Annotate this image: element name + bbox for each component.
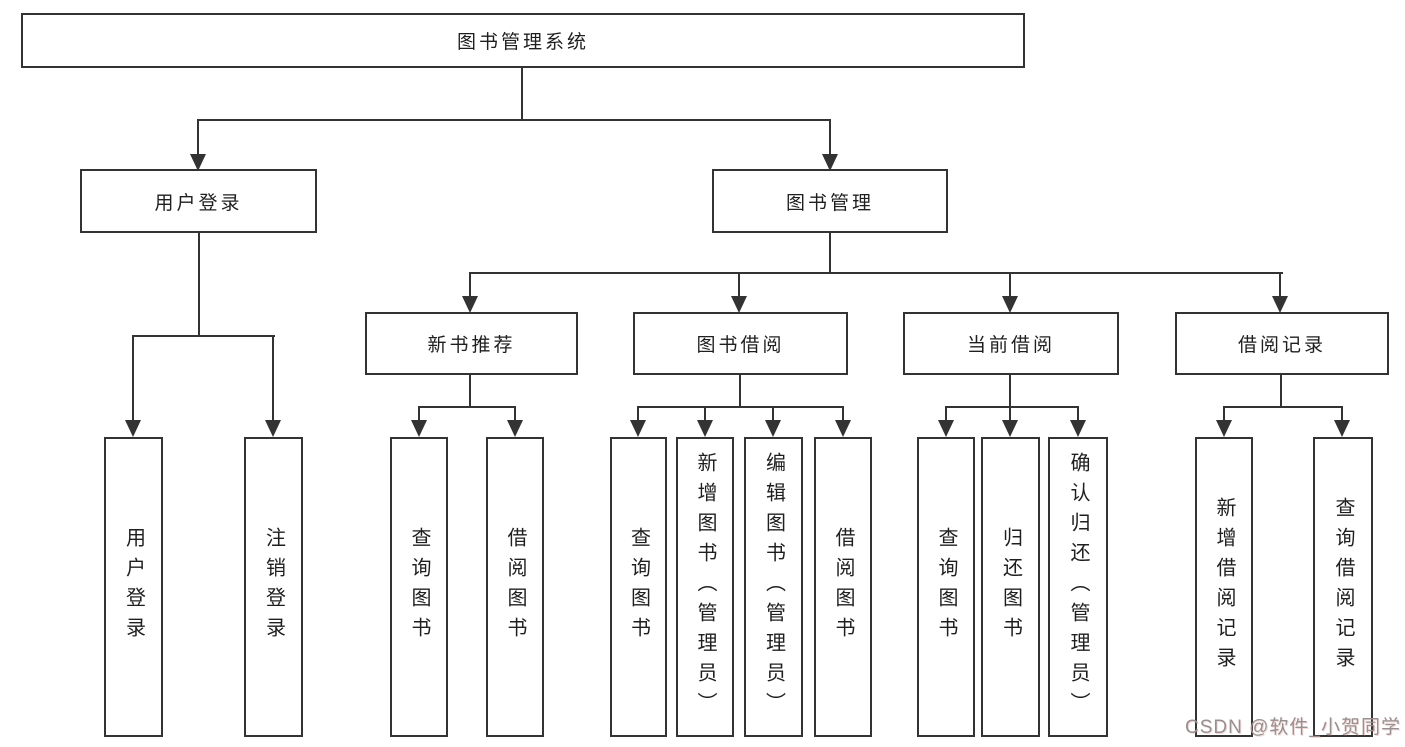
arrow-to-user-login — [190, 119, 206, 171]
node-add-book-admin-label: 新增图书（管理员） — [694, 452, 716, 722]
connector-borrow-stub — [739, 374, 741, 407]
node-logout: 注销登录 — [244, 437, 303, 737]
node-book-management-label: 图书管理 — [785, 192, 874, 214]
node-logout-label: 注销登录 — [262, 527, 285, 647]
arrow-borrow-query — [630, 406, 646, 437]
node-book-management: 图书管理 — [712, 169, 948, 233]
node-user-login-leaf: 用户登录 — [104, 437, 163, 737]
connector-book-mgmt-hline — [469, 272, 1283, 274]
connector-current-hline — [945, 406, 1079, 408]
connector-root-stub — [521, 67, 523, 120]
arrow-to-current-borrow — [1002, 272, 1018, 313]
connector-user-login-stub — [198, 232, 200, 336]
arrow-to-logout-leaf — [265, 335, 281, 437]
node-return-books: 归还图书 — [981, 437, 1040, 737]
connector-records-hline — [1223, 406, 1343, 408]
node-book-borrow-label: 图书借阅 — [696, 335, 785, 356]
arrow-borrow-add — [697, 406, 713, 437]
node-library-system: 图书管理系统 — [21, 13, 1025, 68]
node-add-book-admin: 新增图书（管理员） — [676, 437, 734, 737]
connector-borrow-hline — [637, 406, 844, 408]
node-recommend-query-books: 查询图书 — [390, 437, 448, 737]
arrow-to-book-management — [822, 119, 838, 171]
arrow-borrow-edit — [765, 406, 781, 437]
arrow-to-borrow-records — [1272, 272, 1288, 313]
node-borrow-records-label: 借阅记录 — [1237, 335, 1326, 356]
node-confirm-return-admin-label: 确认归还（管理员） — [1067, 452, 1089, 722]
node-current-borrow-label: 当前借阅 — [966, 335, 1055, 356]
node-current-query-books-label: 查询图书 — [935, 527, 957, 647]
node-edit-book-admin-label: 编辑图书（管理员） — [762, 452, 785, 722]
node-new-book-recommend-label: 新书推荐 — [427, 335, 516, 356]
arrow-recommend-query — [411, 406, 427, 437]
csdn-watermark: CSDN @软件_小贺同学 — [1185, 717, 1401, 738]
connector-records-stub — [1280, 374, 1282, 407]
arrow-to-book-borrow — [731, 272, 747, 313]
connector-book-mgmt-stub — [829, 232, 831, 273]
node-query-borrow-record: 查询借阅记录 — [1313, 437, 1373, 737]
arrow-current-query — [938, 406, 954, 437]
node-user-login-leaf-label: 用户登录 — [122, 527, 145, 647]
arrow-borrow-borrow — [835, 406, 851, 437]
node-user-login-branch: 用户登录 — [80, 169, 317, 233]
node-borrow-borrow-books: 借阅图书 — [814, 437, 872, 737]
node-borrow-records: 借阅记录 — [1175, 312, 1389, 375]
node-query-borrow-record-label: 查询借阅记录 — [1332, 497, 1354, 677]
node-new-book-recommend: 新书推荐 — [365, 312, 578, 375]
node-return-books-label: 归还图书 — [999, 527, 1022, 647]
node-book-borrow: 图书借阅 — [633, 312, 848, 375]
node-add-borrow-record: 新增借阅记录 — [1195, 437, 1253, 737]
arrow-records-add — [1216, 406, 1232, 437]
connector-recommend-hline — [418, 406, 516, 408]
node-recommend-borrow-books: 借阅图书 — [486, 437, 544, 737]
node-edit-book-admin: 编辑图书（管理员） — [744, 437, 803, 737]
node-add-borrow-record-label: 新增借阅记录 — [1213, 497, 1235, 677]
node-user-login-branch-label: 用户登录 — [154, 192, 243, 214]
node-recommend-query-books-label: 查询图书 — [408, 527, 430, 647]
connector-user-login-hline — [132, 335, 275, 337]
arrow-to-login-leaf — [125, 335, 141, 437]
node-borrow-query-books-label: 查询图书 — [627, 527, 650, 647]
node-borrow-query-books: 查询图书 — [610, 437, 667, 737]
arrow-records-query — [1334, 406, 1350, 437]
node-recommend-borrow-books-label: 借阅图书 — [504, 527, 526, 647]
connector-current-stub — [1009, 374, 1011, 407]
node-confirm-return-admin: 确认归还（管理员） — [1048, 437, 1108, 737]
node-current-borrow: 当前借阅 — [903, 312, 1119, 375]
connector-recommend-stub — [469, 374, 471, 407]
node-current-query-books: 查询图书 — [917, 437, 975, 737]
arrow-recommend-borrow — [507, 406, 523, 437]
node-borrow-borrow-books-label: 借阅图书 — [832, 527, 854, 647]
connector-root-hline — [197, 119, 831, 121]
arrow-current-return — [1002, 406, 1018, 437]
arrow-to-new-book-recommend — [462, 272, 478, 313]
node-library-system-label: 图书管理系统 — [456, 32, 589, 53]
arrow-current-confirm — [1070, 406, 1086, 437]
